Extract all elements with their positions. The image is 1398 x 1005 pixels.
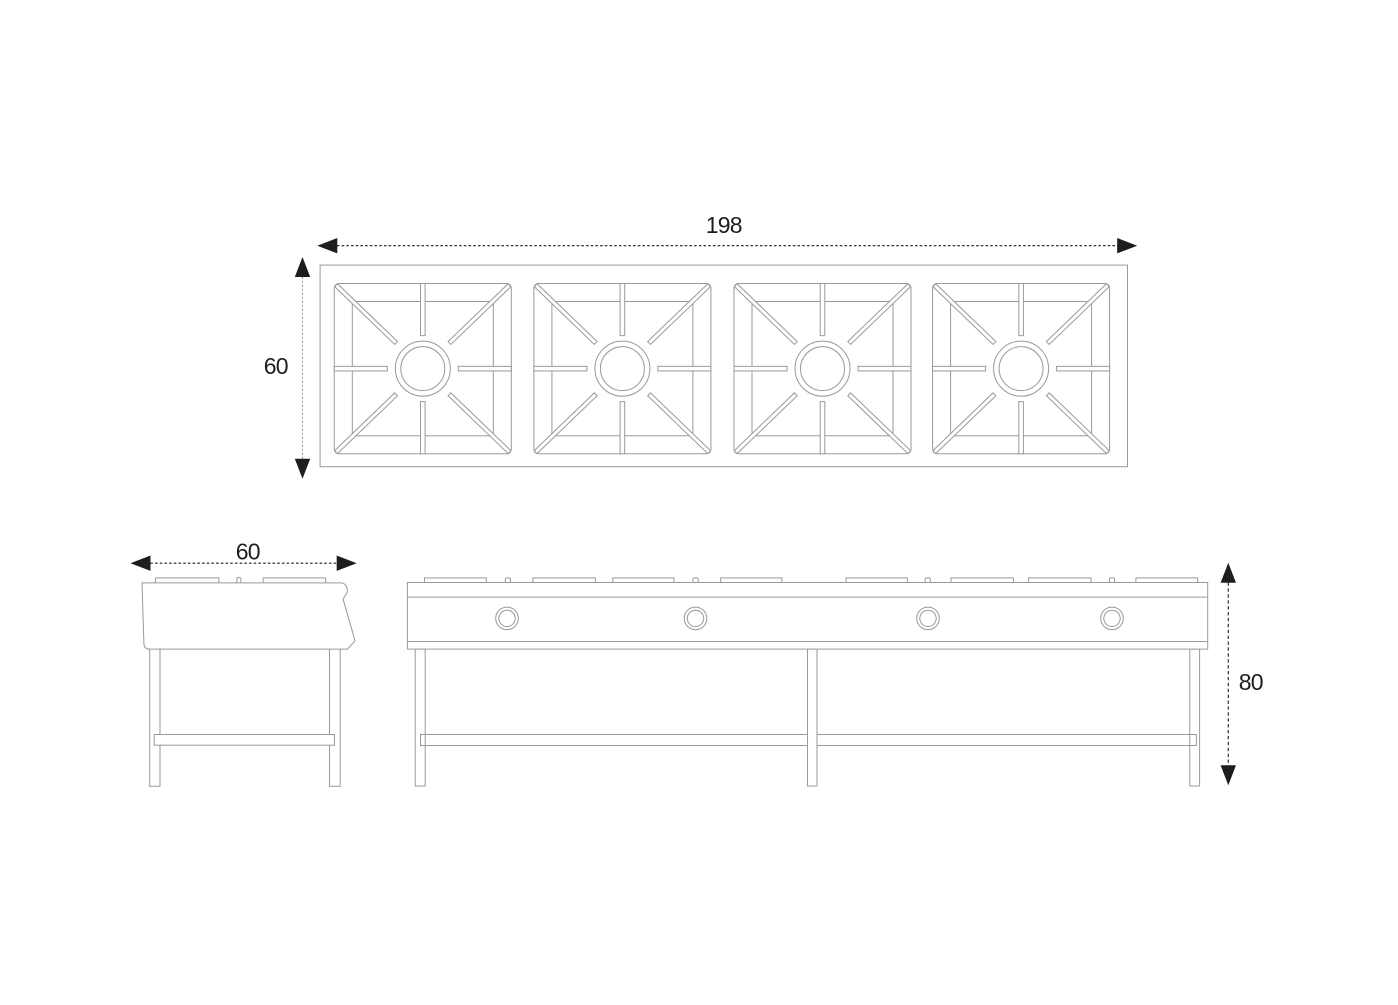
svg-text:60: 60 <box>264 353 288 379</box>
svg-text:198: 198 <box>706 212 742 238</box>
svg-text:80: 80 <box>1239 669 1263 695</box>
svg-text:60: 60 <box>236 539 260 565</box>
